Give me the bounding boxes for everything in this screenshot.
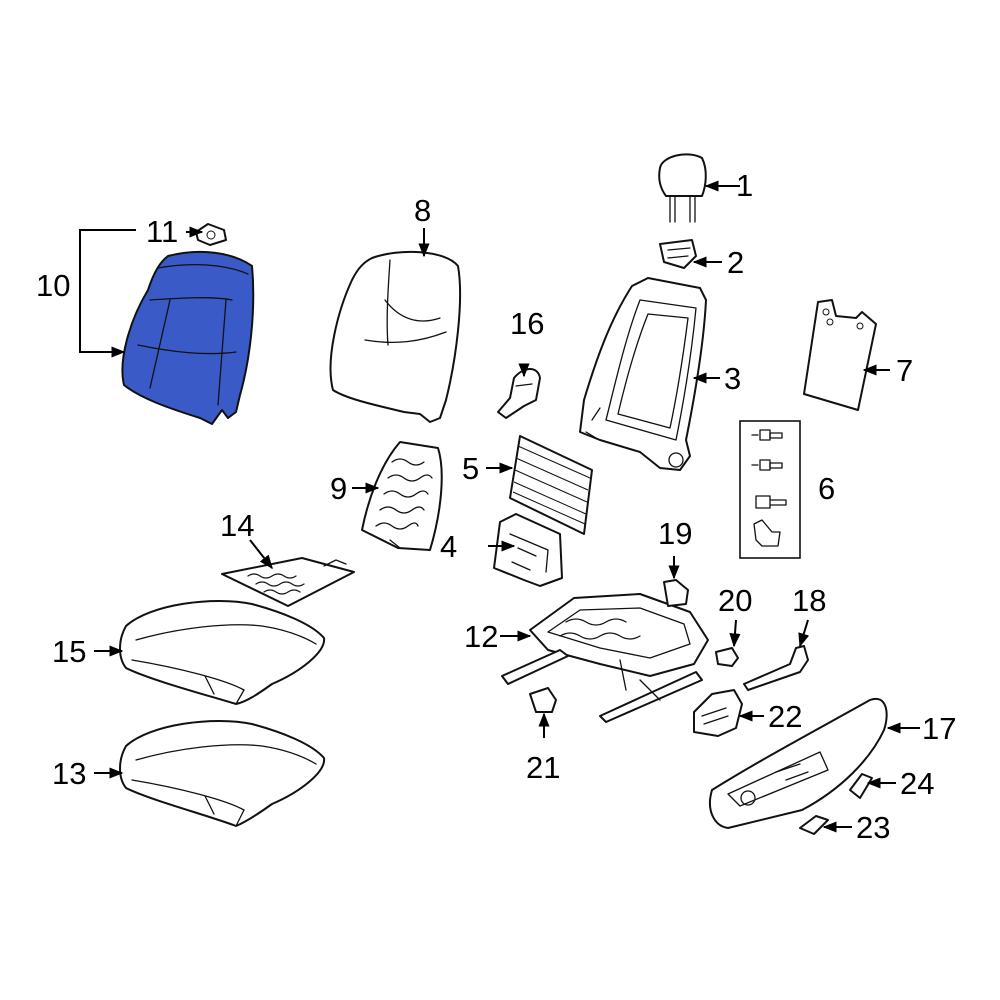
label-2: 2 [727, 245, 744, 280]
label-24: 24 [900, 766, 934, 801]
part-17-side-shield[interactable] [709, 697, 888, 829]
label-19: 19 [658, 516, 692, 551]
part-21-connector[interactable] [529, 687, 557, 713]
label-3: 3 [724, 361, 741, 396]
part-19-clip[interactable] [663, 579, 689, 607]
part-20-cap[interactable] [715, 647, 739, 667]
part-13-cushion-cover[interactable] [119, 719, 326, 827]
label-13: 13 [52, 756, 86, 791]
part-1-headrest[interactable] [658, 153, 707, 223]
part-3-seat-back-frame[interactable] [579, 277, 707, 471]
label-20: 20 [718, 583, 752, 618]
part-4-lumbar-support[interactable] [493, 513, 563, 587]
label-8: 8 [414, 193, 431, 228]
label-10: 10 [36, 268, 70, 303]
part-14-cushion-heater[interactable] [221, 557, 355, 607]
part-2-headrest-guide[interactable] [659, 239, 697, 269]
part-5-spring-mat[interactable] [509, 435, 593, 535]
callout-labels: 1 2 3 4 5 6 7 8 9 10 11 12 13 14 15 16 1… [36, 168, 956, 845]
part-11-clip[interactable] [195, 223, 227, 246]
part-18-cable[interactable] [743, 645, 809, 691]
part-12-seat-frame[interactable] [501, 593, 709, 723]
label-11: 11 [146, 214, 178, 249]
label-7: 7 [896, 353, 913, 388]
part-15-cushion-pad[interactable] [119, 599, 326, 705]
label-4: 4 [440, 529, 457, 564]
label-15: 15 [52, 634, 86, 669]
part-22-switch-module[interactable] [693, 689, 743, 737]
label-22: 22 [768, 699, 802, 734]
leader-lines [79, 180, 920, 833]
part-23-knob[interactable] [799, 815, 829, 835]
label-21: 21 [526, 750, 560, 785]
part-24-knob[interactable] [849, 773, 873, 799]
label-5: 5 [462, 451, 479, 486]
part-8-seat-back-pad[interactable] [329, 250, 462, 423]
label-23: 23 [856, 810, 890, 845]
part-9-heater-mat[interactable] [361, 441, 443, 551]
part-6-fastener-kit[interactable] [739, 420, 801, 559]
label-18: 18 [792, 583, 826, 618]
label-9: 9 [330, 471, 347, 506]
part-16-trim-cover[interactable] [497, 368, 541, 419]
label-17: 17 [922, 711, 956, 746]
label-6: 6 [818, 471, 835, 506]
part-10-seat-back-cover[interactable] [121, 250, 255, 425]
part-7-back-panel[interactable] [803, 299, 877, 411]
label-14: 14 [220, 508, 254, 543]
label-12: 12 [464, 619, 498, 654]
label-1: 1 [736, 168, 753, 203]
label-16: 16 [510, 306, 544, 341]
